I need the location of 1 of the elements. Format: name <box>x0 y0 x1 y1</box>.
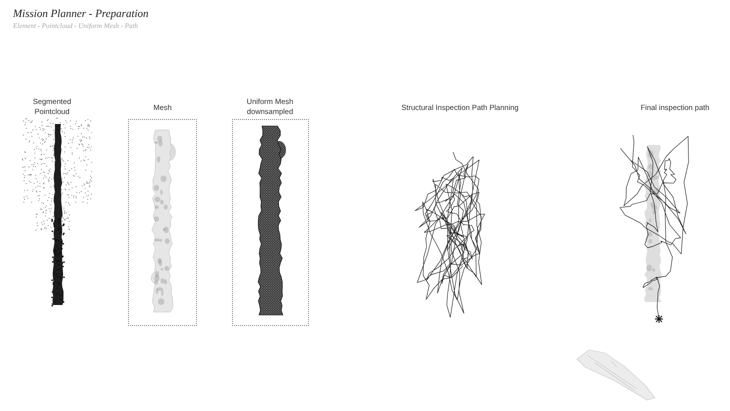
page-title: Mission Planner - Preparation <box>13 8 149 21</box>
